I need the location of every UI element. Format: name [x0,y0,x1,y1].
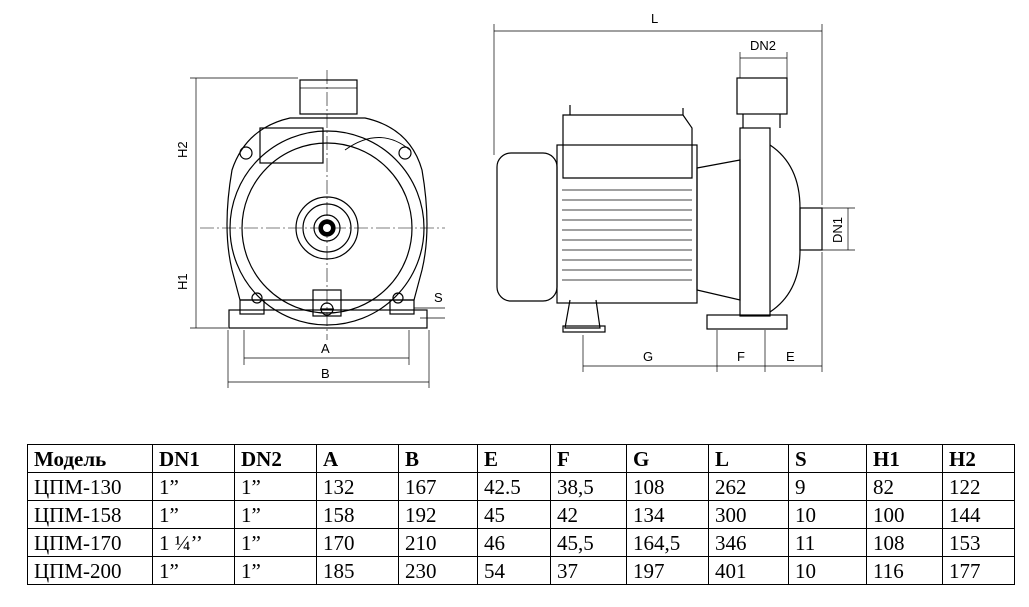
table-cell: 45 [477,500,551,529]
table-cell: 1” [234,500,317,529]
table-cell: 45,5 [550,528,627,557]
table-cell: 300 [708,500,789,529]
table-cell: 100 [866,500,943,529]
table-cell: 192 [398,500,478,529]
table-cell: ЦПМ-170 [27,528,153,557]
table-cell: 210 [398,528,478,557]
table-cell: 346 [708,528,789,557]
table-cell: 108 [626,472,709,501]
table-cell: 54 [477,556,551,585]
table-cell: 9 [788,472,867,501]
table-cell: 10 [788,500,867,529]
table-cell: 122 [942,472,1015,501]
side-view [493,24,855,372]
header-cell: F [550,444,627,473]
table-cell: 42 [550,500,627,529]
header-cell: B [398,444,478,473]
table-cell: 82 [866,472,943,501]
spec-table: Модель DN1 DN2 A B E F G L S H1 H2 ЦПМ-1… [27,444,1015,585]
label-dn2: DN2 [750,38,776,53]
table-cell: 158 [316,500,399,529]
label-dn1: DN1 [830,217,845,243]
table-cell: 37 [550,556,627,585]
header-cell: DN2 [234,444,317,473]
table-cell: 401 [708,556,789,585]
table-cell: 1” [152,500,235,529]
label-b: B [321,366,330,381]
header-cell: DN1 [152,444,235,473]
front-view [190,70,445,388]
table-cell: 177 [942,556,1015,585]
table-cell: 164,5 [626,528,709,557]
table-header-row: Модель DN1 DN2 A B E F G L S H1 H2 [27,444,1015,473]
table-cell: 262 [708,472,789,501]
table-cell: 42.5 [477,472,551,501]
table-cell: 1” [152,472,235,501]
table-cell: ЦПМ-200 [27,556,153,585]
table-cell: 132 [316,472,399,501]
table-cell: ЦПМ-158 [27,500,153,529]
table-cell: 134 [626,500,709,529]
header-cell: L [708,444,789,473]
header-cell: E [477,444,551,473]
label-e: E [786,349,795,364]
label-g: G [643,349,653,364]
header-cell: S [788,444,867,473]
table-cell: 10 [788,556,867,585]
table-cell: 1” [234,556,317,585]
table-cell: 108 [866,528,943,557]
table-cell: 197 [626,556,709,585]
table-cell: 1” [152,556,235,585]
table-cell: 11 [788,528,867,557]
label-s: S [434,290,443,305]
table-cell: 38,5 [550,472,627,501]
table-cell: 116 [866,556,943,585]
header-cell: H1 [866,444,943,473]
label-h1: H1 [175,273,190,290]
label-a: A [321,341,330,356]
table-cell: 46 [477,528,551,557]
table-cell: 167 [398,472,478,501]
table-cell: 185 [316,556,399,585]
header-cell: G [626,444,709,473]
table-cell: 1” [234,472,317,501]
header-cell: A [316,444,399,473]
table-cell: 170 [316,528,399,557]
header-cell: H2 [942,444,1015,473]
label-h2: H2 [175,141,190,158]
table-cell: 153 [942,528,1015,557]
table-cell: 144 [942,500,1015,529]
header-cell: Модель [27,444,153,473]
label-f: F [737,349,745,364]
table-cell: ЦПМ-130 [27,472,153,501]
table-cell: 230 [398,556,478,585]
table-cell: 1 ¼’’ [152,528,235,557]
technical-drawing: H2 H1 S A B L DN2 DN1 G F E [175,11,855,388]
label-l: L [651,11,658,26]
table-cell: 1” [234,528,317,557]
